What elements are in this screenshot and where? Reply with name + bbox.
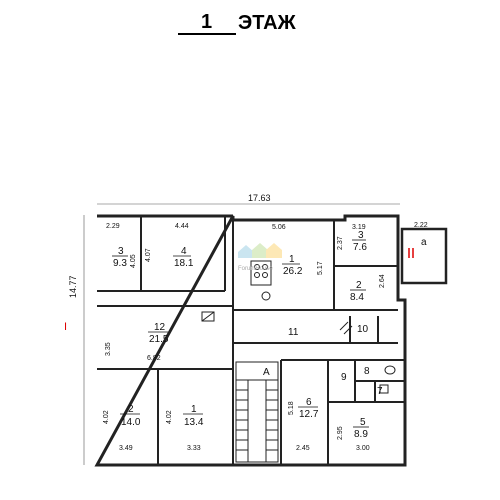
outer-walls [94, 214, 407, 467]
svg-text:21.5: 21.5 [149, 334, 169, 345]
svg-text:10: 10 [357, 324, 369, 335]
dim-4-07: 4.07 [145, 248, 152, 262]
svg-text:1: 1 [289, 254, 295, 265]
toilet-icon [384, 365, 396, 375]
svg-text:A: A [263, 367, 270, 378]
overall-width-label: 17.63 [248, 193, 271, 203]
floor-title: ЭТАЖ [238, 12, 297, 34]
dim-2-37: 2.37 [337, 236, 344, 250]
room-11: 11 [288, 327, 299, 338]
room-4: 4 18.1 [173, 246, 194, 269]
dim-2-64: 2.64 [379, 274, 386, 288]
svg-text:9.3: 9.3 [113, 258, 127, 269]
room-5: 5 8.9 [353, 417, 369, 440]
svg-text:3: 3 [358, 230, 364, 241]
svg-text:13.4: 13.4 [184, 417, 204, 428]
dim-3-49: 3.49 [119, 445, 133, 452]
sink-icon [261, 291, 271, 301]
room-3-right: 3 7.6 [352, 230, 367, 253]
dim-5-18: 5.18 [288, 401, 295, 415]
dim-5-06: 5.06 [272, 224, 286, 231]
svg-text:а: а [421, 237, 427, 248]
vent-diagonal [201, 311, 215, 322]
dim-3-35: 3.35 [105, 342, 112, 356]
svg-text:8.4: 8.4 [350, 292, 364, 303]
room-1-kitchen: 1 26.2 [282, 254, 303, 277]
room-10: 10 [357, 324, 369, 335]
svg-text:1: 1 [191, 404, 197, 415]
svg-text:7.6: 7.6 [353, 242, 367, 253]
overall-height-label: 14.77 [68, 275, 78, 298]
svg-text:8.9: 8.9 [354, 429, 368, 440]
shower-icon [379, 384, 389, 394]
room-9: 9 [341, 372, 347, 383]
svg-text:2: 2 [356, 280, 362, 291]
svg-text:4: 4 [181, 246, 187, 257]
dim-3-19: 3.19 [352, 224, 366, 231]
svg-text:5: 5 [360, 417, 366, 428]
dim-6-82: 6.82 [147, 355, 161, 362]
dim-4-44: 4.44 [175, 223, 189, 230]
svg-text:12.7: 12.7 [299, 409, 319, 420]
dim-3-33: 3.33 [187, 445, 201, 452]
svg-text:3: 3 [118, 246, 124, 257]
interior-walls [97, 216, 405, 465]
room-8: 8 [364, 366, 370, 377]
room-12: 12 21.5 [148, 322, 169, 345]
dim-4-02-left: 4.02 [103, 410, 110, 424]
room-a: а [421, 237, 427, 248]
corridor-hatch-1 [339, 321, 349, 331]
svg-text:9: 9 [341, 372, 347, 383]
dim-3-00: 3.00 [356, 445, 370, 452]
staircase [235, 361, 279, 463]
svg-text:6: 6 [306, 397, 312, 408]
svg-text:14.0: 14.0 [121, 417, 141, 428]
svg-text:12: 12 [154, 322, 166, 333]
dim-4-02-right: 4.02 [166, 410, 173, 424]
room-6: 6 12.7 [298, 397, 319, 420]
svg-text:2: 2 [128, 404, 134, 415]
annex-a-walls [400, 227, 448, 285]
room-A-stairs: A [263, 367, 270, 378]
watermark-text: ForumHouse [238, 266, 273, 272]
corridor-hatch-2 [343, 325, 353, 335]
watermark-logo [238, 243, 282, 258]
dim-2-22: 2.22 [414, 222, 428, 229]
vent-icon [201, 311, 215, 322]
dim-2-29: 2.29 [106, 223, 120, 230]
svg-text:18.1: 18.1 [174, 258, 194, 269]
svg-text:11: 11 [288, 327, 299, 338]
stove-icon [250, 260, 272, 286]
svg-text:7: 7 [377, 386, 383, 397]
room-3-left: 3 9.3 [112, 246, 128, 269]
svg-text:8: 8 [364, 366, 370, 377]
dim-5-17: 5.17 [317, 261, 324, 275]
left-section-marker: I [64, 321, 67, 333]
floor-number: 1 [201, 11, 212, 33]
dimension-labels: 2.29 4.44 5.06 3.19 2.22 4.05 4.07 2.37 … [103, 222, 428, 452]
room-1-lower: 1 13.4 [183, 404, 204, 428]
room-7: 7 [377, 386, 383, 397]
room-2-upper: 2 8.4 [350, 280, 366, 303]
svg-text:26.2: 26.2 [283, 266, 303, 277]
room-2-lower: 2 14.0 [120, 404, 141, 428]
dim-4-05: 4.05 [130, 254, 137, 268]
dim-2-45: 2.45 [296, 445, 310, 452]
dim-2-95: 2.95 [337, 426, 344, 440]
